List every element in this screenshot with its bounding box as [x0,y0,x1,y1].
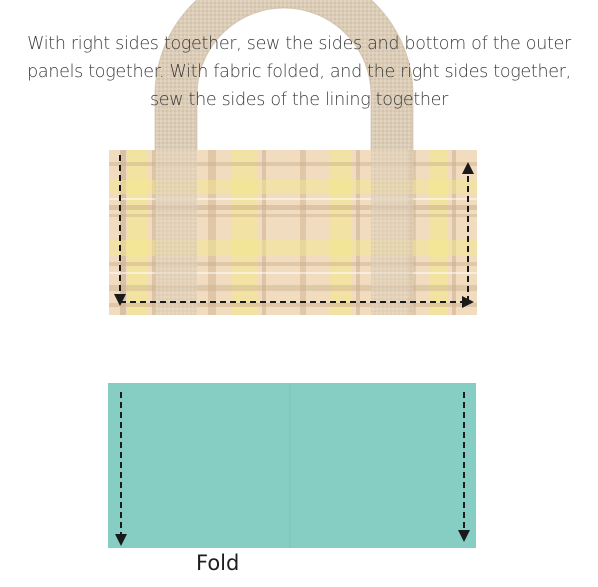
instruction-line-2: panels together. With fabric folded, and… [27,62,571,82]
bag-handle [154,0,414,170]
instruction-text: With right sides together, sew the sides… [0,30,598,114]
outer-stitch-lines [114,155,474,308]
handle-straps [155,150,413,315]
instruction-line-1: With right sides together, sew the sides… [27,34,571,54]
fold-label: Fold [196,551,240,575]
lining-panel [108,383,476,548]
instruction-line-3: sew the sides of the lining together [149,90,449,110]
lining-stitch-lines [115,392,470,546]
